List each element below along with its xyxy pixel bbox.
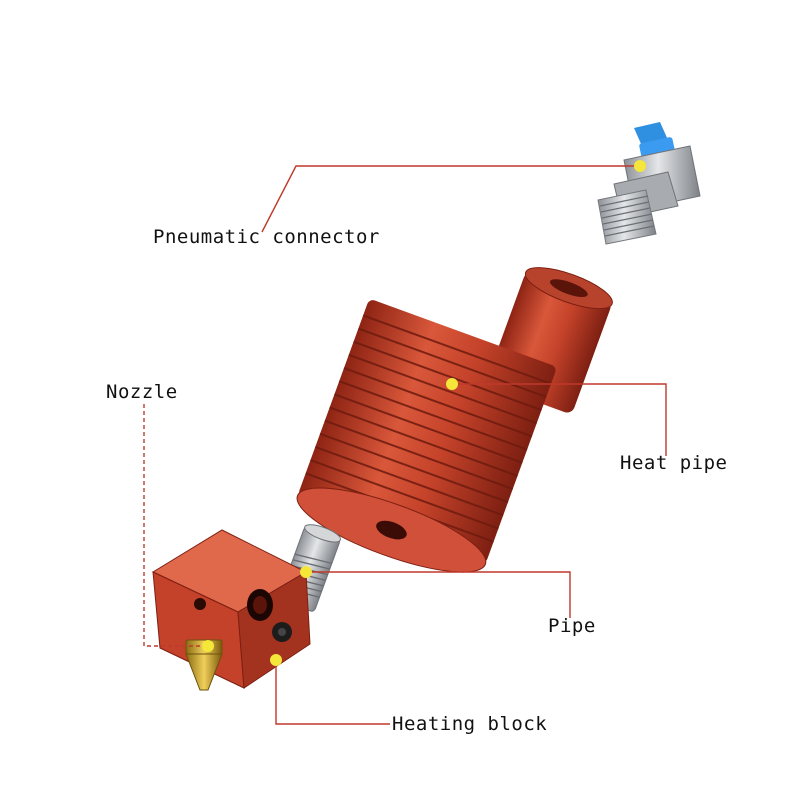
leader-lines <box>143 165 667 725</box>
pipe-marker <box>300 566 312 578</box>
label-heating-block: Heating block <box>392 713 548 735</box>
label-pipe: Pipe <box>548 615 596 637</box>
nozzle-marker <box>202 640 214 652</box>
leader-line-heat-pipe <box>452 383 667 456</box>
leader-line-heating-block <box>275 660 390 725</box>
marker-dots <box>202 160 646 666</box>
heat-pipe-marker <box>446 378 458 390</box>
leader-line-nozzle <box>143 404 208 647</box>
pneumatic-connector-marker <box>634 160 646 172</box>
heating-block-part <box>151 529 311 689</box>
heat-pipe-part <box>296 267 613 573</box>
leader-line-pneumatic-connector <box>261 165 640 233</box>
label-pneumatic-connector: Pneumatic connector <box>153 226 380 248</box>
leader-line-pipe <box>306 571 571 618</box>
heating-block-marker <box>270 654 282 666</box>
label-nozzle: Nozzle <box>106 381 178 403</box>
pneumatic-connector-part <box>597 122 701 245</box>
label-heat-pipe: Heat pipe <box>620 452 728 474</box>
